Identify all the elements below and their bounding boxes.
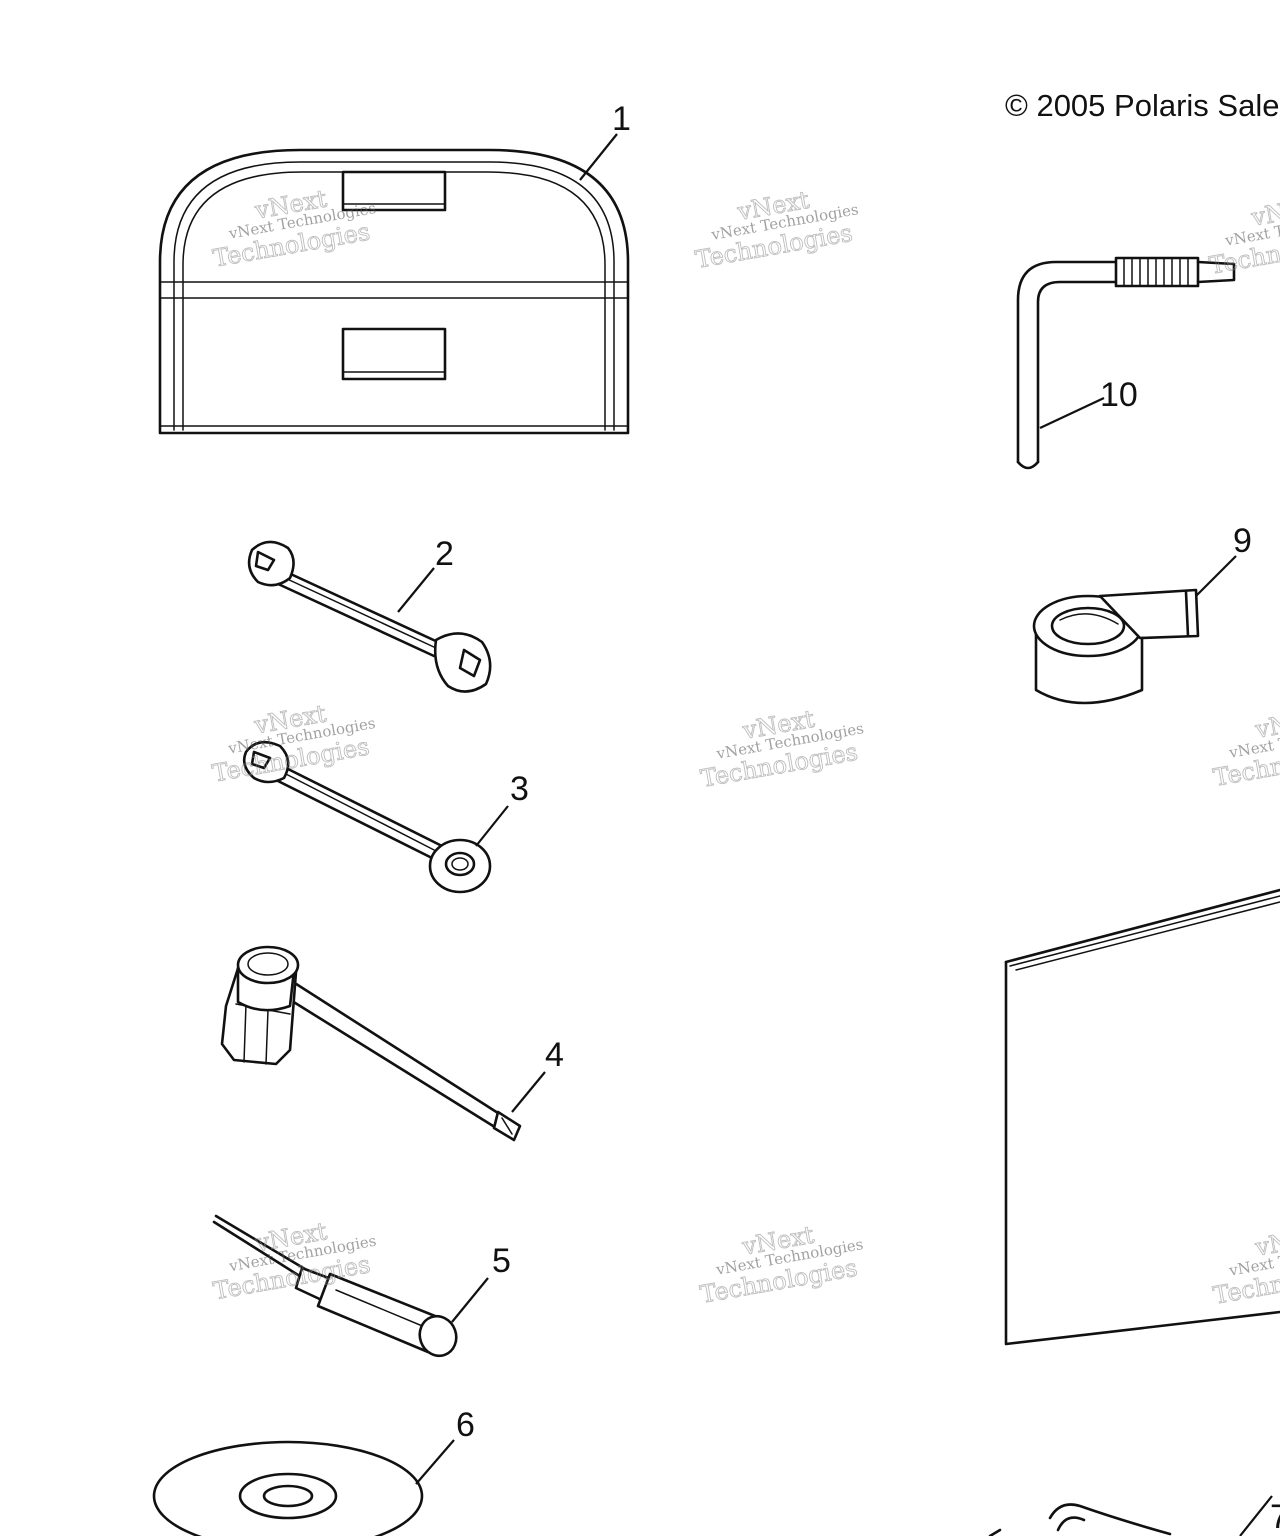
- leader-10: [1039, 397, 1105, 429]
- watermark-d: vNext vNext Technologies Technologies: [210, 699, 377, 788]
- leader-6: [415, 1439, 455, 1485]
- leader-1: [579, 133, 618, 181]
- watermark-a: vNext vNext Technologies Technologies: [210, 184, 377, 273]
- watermark-e: vNext vNext Technologies Technologies: [698, 704, 865, 793]
- watermark-h: vNext vNext Technologies Technologies: [698, 1220, 865, 1309]
- callout-5: 5: [492, 1242, 511, 1280]
- watermark-b: vNext vNext Technologies Technologies: [693, 185, 860, 274]
- watermark-f: vNext vNext Technologies Technologies: [1211, 703, 1280, 792]
- watermark-c: vNext vNext Technologies Technologies: [1207, 191, 1280, 280]
- tape-roll-part: [1032, 588, 1200, 705]
- leader-2: [397, 567, 435, 613]
- callout-3: 3: [510, 770, 529, 808]
- leader-3: [475, 805, 509, 847]
- leader-7: [1239, 1495, 1273, 1536]
- open-end-wrench-part: [247, 540, 492, 693]
- l-key-part: [1016, 256, 1236, 470]
- callout-2: 2: [435, 535, 454, 573]
- leader-9: [1195, 555, 1237, 597]
- callout-7: 7: [1270, 1498, 1280, 1536]
- combination-wrench-part: [242, 740, 492, 894]
- callout-4: 4: [545, 1036, 564, 1074]
- watermark-i: vNext vNext Technologies Technologies: [1211, 1221, 1280, 1310]
- disc-part: [152, 1440, 424, 1536]
- screwdriver-part: [212, 1214, 458, 1358]
- pliers-part: [988, 1503, 1172, 1536]
- owners-manual-part: [1004, 888, 1280, 1346]
- leader-4: [511, 1071, 546, 1113]
- callout-9: 9: [1233, 522, 1252, 560]
- tool-case-part: [158, 148, 630, 435]
- leader-5: [451, 1277, 489, 1323]
- copyright-notice: © 2005 Polaris Sale: [1005, 88, 1279, 123]
- watermark-group: vNext vNext Technologies Technologies vN…: [210, 184, 1280, 1310]
- callout-6: 6: [456, 1406, 475, 1444]
- spark-plug-socket-part: [220, 945, 522, 1142]
- callout-1: 1: [612, 100, 631, 138]
- callout-10: 10: [1100, 376, 1138, 414]
